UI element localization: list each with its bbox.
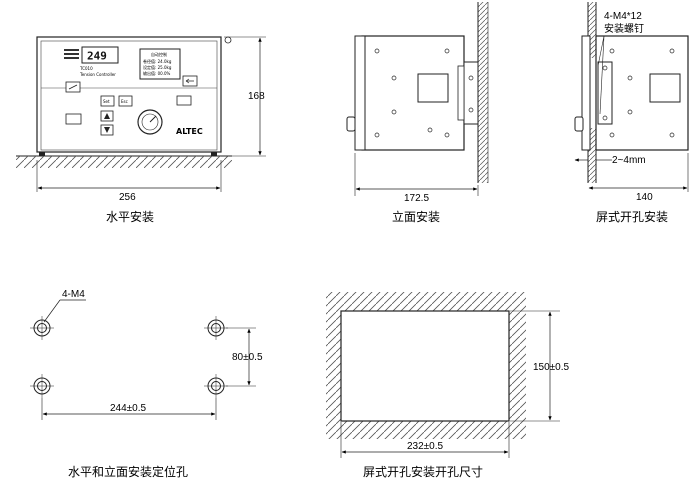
mounting-hole: [30, 374, 54, 398]
cutout-opening: [340, 310, 510, 422]
caption-horizontal: 水平安装: [106, 209, 154, 224]
led-display-value: 249: [87, 50, 107, 63]
caption-holes: 水平和立面安装定位孔: [68, 464, 188, 479]
menu-button: [176, 95, 192, 106]
wall-hatch: [478, 2, 488, 183]
panel-screw-label: 安装螺钉: [604, 22, 644, 35]
set-button-label: Set: [103, 99, 110, 104]
caption-cutout: 屏式开孔安装开孔尺寸: [363, 464, 483, 479]
hole-horizontal-dim: 244±0.5: [110, 403, 147, 414]
mounting-hole: [30, 316, 54, 340]
panel-window: [649, 73, 681, 103]
aux-button: [65, 113, 82, 125]
status-indicator-icons: [64, 49, 79, 59]
lcd-line-2: 卷径值: 24.0kg: [143, 58, 172, 64]
brand-label: ALTEC: [176, 127, 203, 136]
esc-button-label: Esc: [121, 99, 128, 104]
up-arrow-icon: [104, 113, 110, 119]
panel-mount-view: 4-M4*12 安装螺钉 2~4mm 140 屏式开孔安装: [574, 2, 689, 224]
controller-front-case: [36, 36, 222, 153]
switch-icon: [68, 84, 78, 90]
side-screw-holes: [374, 48, 474, 138]
lcd-line-1: 自动控制: [151, 51, 167, 57]
lcd-line-4: 输出值: 00.0%: [143, 70, 171, 76]
led-display: [81, 46, 119, 64]
panel-depth-dim: 140: [636, 192, 653, 203]
side-knob: [346, 116, 356, 132]
set-button: [100, 95, 115, 107]
mounting-holes-view: 4-M4 80±0.5 244±0.5 水平和立面安装定位孔: [30, 289, 263, 479]
ground-screw-icon: [224, 36, 232, 44]
vertical-depth-dim: 172.5: [404, 193, 429, 204]
horizontal-width-dim: 256: [119, 192, 136, 203]
controller-front-inner: [40, 40, 218, 151]
down-arrow-icon: [104, 127, 110, 133]
cutout-height-dim: 150±0.5: [533, 362, 570, 373]
esc-button: [118, 95, 133, 107]
mounting-hole: [204, 316, 228, 340]
mounting-hole: [204, 374, 228, 398]
subtitle-label: Tension Controller: [79, 72, 116, 77]
caption-vertical: 立面安装: [392, 209, 440, 224]
panel-thickness-dim: 2~4mm: [612, 155, 646, 166]
hole-spec-label: 4-M4: [62, 289, 85, 300]
lcd-line-3: 设定值: 25.0kg: [143, 64, 172, 70]
ground-hatch: [16, 156, 232, 168]
panel-screw-spec: 4-M4*12: [604, 11, 642, 22]
lcd-screen: [139, 48, 181, 80]
cutout-width-dim: 232±0.5: [407, 441, 444, 452]
horizontal-height-dim: 168: [248, 91, 265, 102]
model-label: TC010: [79, 66, 93, 71]
horizontal-mount-view: 249 TC010 Tension Controller 自动控制 卷径值: 2…: [16, 36, 266, 224]
back-arrow-icon: [185, 78, 194, 84]
panel-knob: [574, 116, 584, 132]
side-window: [417, 73, 449, 103]
panel-bracket: [597, 61, 613, 125]
vertical-mount-view: 172.5 立面安装: [346, 2, 489, 224]
hole-vertical-dim: 80±0.5: [232, 352, 263, 363]
panel-cutout-view: 150±0.5 232±0.5 屏式开孔安装开孔尺寸: [326, 292, 570, 479]
side-bracket: [463, 61, 479, 125]
panel-screw-holes: [602, 48, 675, 138]
caption-panel: 屏式开孔安装: [596, 209, 668, 224]
